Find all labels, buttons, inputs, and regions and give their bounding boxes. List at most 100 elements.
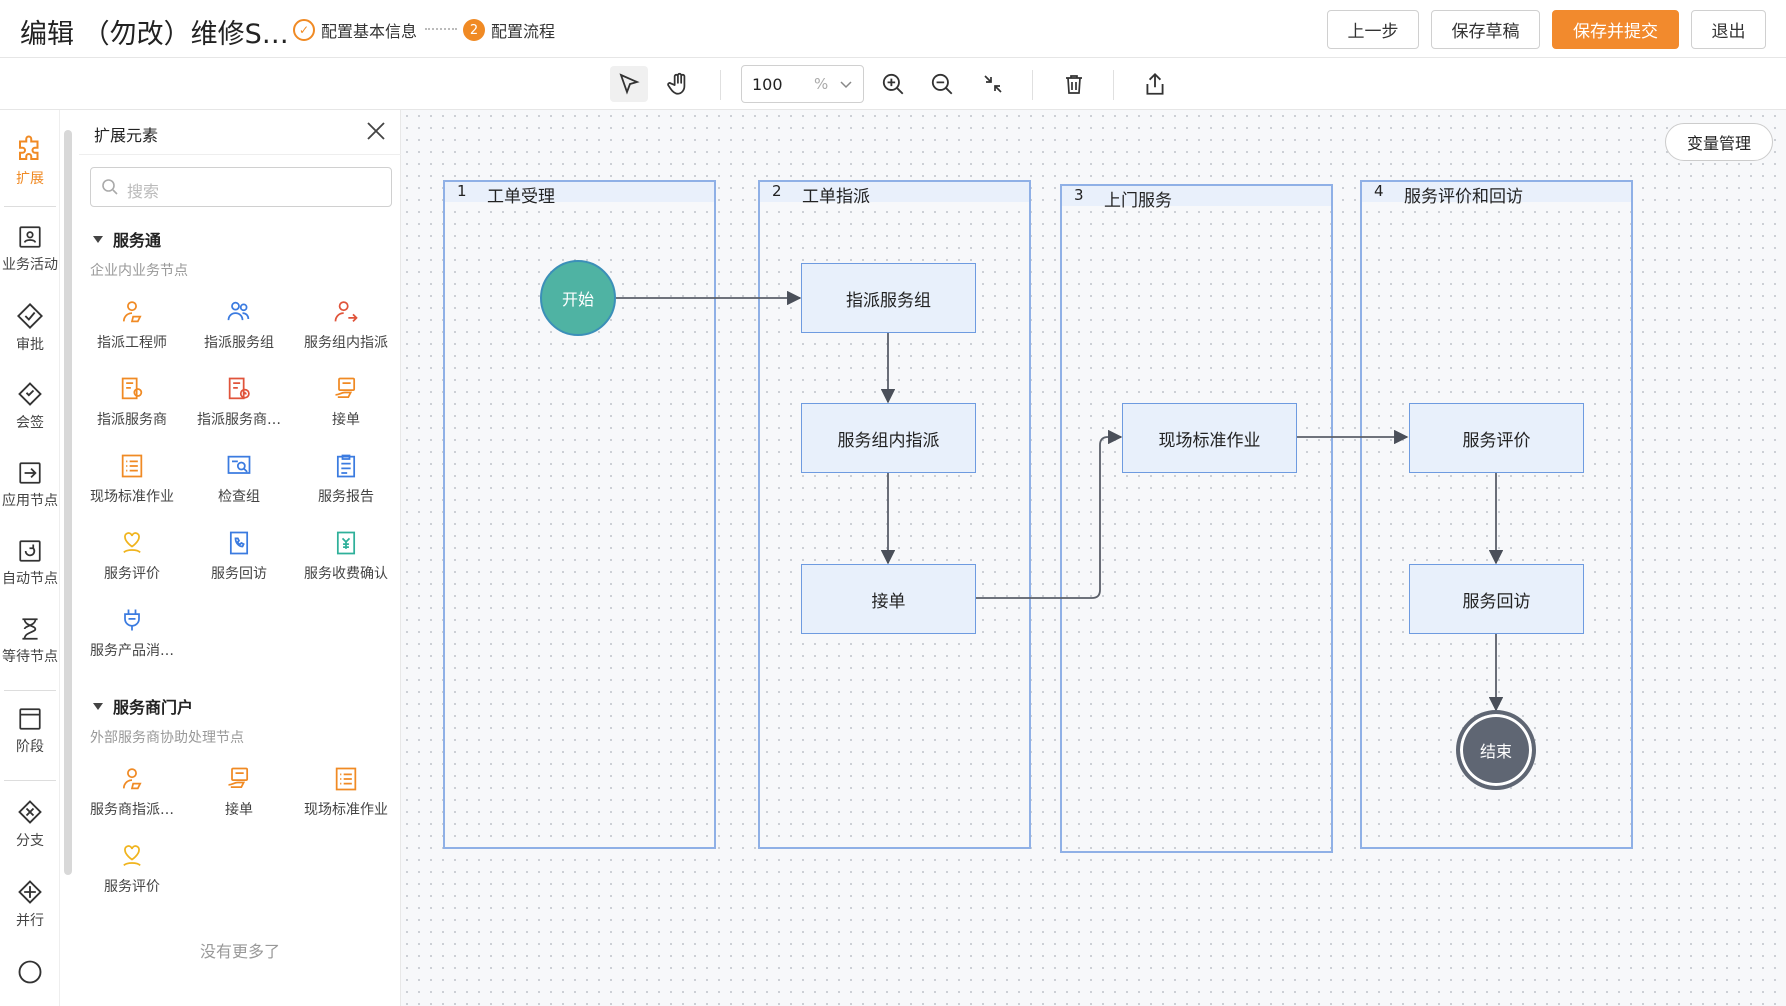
swimlane-1[interactable]: 1 工单受理: [443, 180, 716, 849]
end-event[interactable]: 结束: [1456, 710, 1536, 790]
rail-label: 会签: [16, 415, 44, 431]
element-label: 现场标准作业: [90, 489, 174, 505]
element-service-evaluation[interactable]: 服务评价: [79, 529, 185, 583]
node-type-rail: 扩展 业务活动 审批 会签 应用节点 自动节点 等待节点 阶段 分支 并行: [0, 110, 60, 1006]
zoom-in-icon[interactable]: [874, 66, 912, 102]
node-service-revisit[interactable]: 服务回访: [1409, 564, 1584, 634]
circle-icon: [18, 960, 42, 984]
step-basic-info[interactable]: ✓ 配置基本信息: [293, 18, 417, 42]
rail-item-extension[interactable]: 扩展: [0, 134, 60, 188]
element-assign-engineer[interactable]: 指派工程师: [79, 298, 185, 352]
rail-item-parallel[interactable]: 并行: [0, 878, 60, 930]
rail-scrollbar[interactable]: [64, 130, 72, 875]
fit-icon[interactable]: [974, 66, 1012, 102]
element-product-consume[interactable]: 服务产品消…: [79, 606, 185, 660]
rail-item-app-node[interactable]: 应用节点: [0, 460, 60, 510]
heart-hand-icon: [123, 532, 141, 553]
header: 编辑 （勿改）维修S… ✓ 配置基本信息 2 配置流程 上一步 保存草稿 保存并…: [0, 0, 1786, 58]
element-service-report[interactable]: 服务报告: [293, 452, 399, 506]
step-number: 2: [463, 19, 485, 41]
delete-icon[interactable]: [1055, 66, 1093, 102]
extension-panel: 扩展元素 搜索 服务通 企业内业务节点 指派工程师 指派服务组 服务组内指派 指…: [79, 110, 401, 1006]
rail-item-activity[interactable]: 业务活动: [0, 224, 60, 274]
node-accept-order[interactable]: 接单: [801, 564, 976, 634]
checklist-icon: [121, 454, 143, 478]
element-label: 现场标准作业: [304, 802, 388, 818]
group-title-provider[interactable]: 服务商门户: [93, 694, 193, 718]
approve-icon: [17, 303, 43, 329]
hand-icon[interactable]: [660, 66, 698, 102]
step-flow[interactable]: 2 配置流程: [463, 18, 555, 42]
search-placeholder: 搜索: [127, 182, 160, 201]
group-title-text: 服务商门户: [113, 698, 194, 717]
checklist-icon: [335, 767, 357, 791]
swimlane-3[interactable]: 3 上门服务: [1060, 184, 1333, 853]
rail-item-countersign[interactable]: 会签: [0, 380, 60, 432]
step-connector: [425, 28, 457, 30]
start-event[interactable]: 开始: [540, 260, 616, 336]
lane-header: 2 工单指派: [760, 182, 1029, 207]
element-provider-accept[interactable]: 接单: [186, 765, 292, 819]
rail-item-wait-node[interactable]: 等待节点: [0, 616, 60, 666]
element-accept-order[interactable]: 接单: [293, 375, 399, 429]
element-assign-provider[interactable]: 指派服务商: [79, 375, 185, 429]
element-label: 指派服务组: [204, 335, 274, 351]
activity-icon: [19, 226, 41, 248]
panel-divider: [79, 154, 401, 155]
element-inspection-group[interactable]: 检查组: [186, 452, 292, 506]
element-provider-assign[interactable]: 服务商指派…: [79, 765, 185, 819]
rail-item-auto-node[interactable]: 自动节点: [0, 538, 60, 588]
select-icon[interactable]: [610, 66, 648, 102]
element-label: 指派服务商: [97, 412, 167, 428]
node-assign-group[interactable]: 指派服务组: [801, 263, 976, 333]
swimlane-4[interactable]: 4 服务评价和回访: [1360, 180, 1633, 849]
rail-item-event[interactable]: [0, 958, 60, 986]
element-service-revisit[interactable]: 服务回访: [186, 529, 292, 583]
search-input[interactable]: 搜索: [90, 167, 392, 207]
group-subtitle: 外部服务商协助处理节点: [90, 730, 244, 746]
rail-divider: [4, 206, 56, 207]
rail-item-stage[interactable]: 阶段: [0, 706, 60, 756]
element-assign-provider-2[interactable]: 指派服务商…: [186, 375, 292, 429]
zoom-out-icon[interactable]: [923, 66, 961, 102]
element-provider-sop[interactable]: 现场标准作业: [293, 765, 399, 819]
element-onsite-sop[interactable]: 现场标准作业: [79, 452, 185, 506]
lane-name: 工单指派: [802, 187, 870, 207]
rail-item-branch[interactable]: 分支: [0, 798, 60, 850]
yuan-document-icon: [336, 531, 356, 555]
plug-icon: [124, 609, 140, 631]
element-label: 接单: [225, 802, 253, 818]
node-onsite-sop[interactable]: 现场标准作业: [1122, 403, 1297, 473]
branch-icon: [18, 800, 42, 824]
element-assign-group[interactable]: 指派服务组: [186, 298, 292, 352]
rail-label: 阶段: [16, 739, 44, 755]
element-fee-confirm[interactable]: 服务收费确认: [293, 529, 399, 583]
group-title-text: 服务通: [113, 231, 162, 250]
prev-button[interactable]: 上一步: [1327, 10, 1419, 49]
save-submit-button[interactable]: 保存并提交: [1552, 10, 1679, 49]
hand-document-icon: [228, 767, 249, 789]
exit-button[interactable]: 退出: [1691, 10, 1766, 49]
close-icon[interactable]: [365, 120, 387, 142]
group-title-service[interactable]: 服务通: [93, 227, 161, 251]
element-label: 指派服务商…: [197, 412, 281, 428]
zoom-unit: %: [814, 75, 829, 93]
no-more-text: 没有更多了: [199, 942, 280, 961]
element-provider-evaluation[interactable]: 服务评价: [79, 842, 185, 896]
node-assign-in-group[interactable]: 服务组内指派: [801, 403, 976, 473]
rail-label: 自动节点: [2, 571, 58, 587]
phone-document-icon: [229, 531, 249, 555]
clipboard-icon: [336, 454, 356, 478]
node-service-evaluation[interactable]: 服务评价: [1409, 403, 1584, 473]
toolbar: 100 %: [0, 58, 1786, 110]
variable-manage-button[interactable]: 变量管理: [1665, 123, 1773, 161]
save-draft-button[interactable]: 保存草稿: [1431, 10, 1540, 49]
rail-item-approve[interactable]: 审批: [0, 302, 60, 354]
export-icon[interactable]: [1136, 66, 1174, 102]
countersign-icon: [18, 382, 42, 406]
zoom-select[interactable]: 100 %: [741, 65, 864, 103]
caret-down-icon: [93, 235, 103, 243]
element-assign-in-group[interactable]: 服务组内指派: [293, 298, 399, 352]
heart-hand-icon: [123, 845, 141, 866]
lane-number: 1: [457, 182, 467, 200]
